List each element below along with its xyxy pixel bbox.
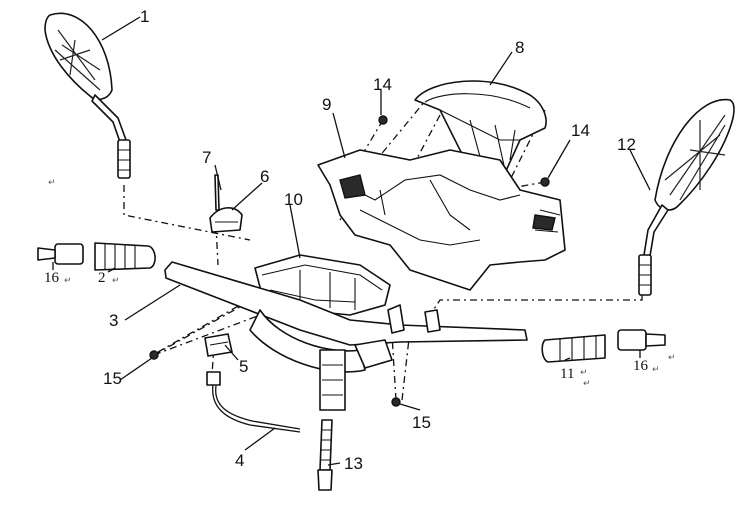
leader-lines bbox=[52, 16, 651, 466]
handlebar-bracket bbox=[209, 174, 243, 233]
throttle-cable bbox=[206, 371, 301, 433]
handlebar bbox=[164, 261, 528, 411]
callout-15-left: 15 bbox=[103, 369, 122, 388]
right-mirror bbox=[638, 98, 735, 296]
callout-4: 4 bbox=[235, 451, 244, 470]
callout-14-right: 14 bbox=[571, 121, 590, 140]
left-bar-end bbox=[37, 243, 84, 265]
callout-15-right: 15 bbox=[412, 413, 431, 432]
callout-9: 9 bbox=[322, 95, 331, 114]
right-grip bbox=[541, 334, 606, 363]
screws bbox=[149, 115, 550, 407]
return-mark-2: ↵ bbox=[64, 276, 72, 286]
return-mark-5: ↵ bbox=[583, 379, 591, 389]
clamp bbox=[204, 333, 233, 357]
callout-6: 6 bbox=[260, 167, 269, 186]
left-grip bbox=[94, 242, 156, 271]
callout-14-top: 14 bbox=[373, 75, 392, 94]
callout-8: 8 bbox=[515, 38, 524, 57]
return-mark-7: ↵ bbox=[668, 353, 676, 363]
return-mark-4: ↵ bbox=[580, 368, 588, 378]
callout-13: 13 bbox=[344, 454, 363, 473]
callout-7: 7 bbox=[202, 148, 211, 167]
callout-3: 3 bbox=[109, 311, 118, 330]
switch-cable bbox=[317, 419, 333, 491]
return-marks: ↵ ↵ ↵ ↵ ↵ ↵ ↵ bbox=[48, 178, 676, 389]
callout-10: 10 bbox=[284, 190, 303, 209]
callout-2: 2 bbox=[98, 270, 106, 286]
callout-labels: 1 8 14 14 9 12 7 6 10 16 2 3 5 15 15 4 1… bbox=[44, 7, 649, 473]
callout-12: 12 bbox=[617, 135, 636, 154]
callout-1: 1 bbox=[140, 7, 149, 26]
right-bar-end bbox=[617, 329, 666, 351]
meter-cover bbox=[414, 80, 547, 196]
left-mirror bbox=[44, 12, 131, 179]
front-handle-cover bbox=[317, 149, 566, 291]
callout-5: 5 bbox=[239, 357, 248, 376]
return-mark-1: ↵ bbox=[48, 178, 56, 188]
callout-11: 11 bbox=[560, 366, 574, 382]
callout-16-right: 16 bbox=[633, 358, 649, 374]
return-mark-3: ↵ bbox=[112, 276, 120, 286]
return-mark-6: ↵ bbox=[652, 365, 660, 375]
callout-16-left: 16 bbox=[44, 270, 60, 286]
